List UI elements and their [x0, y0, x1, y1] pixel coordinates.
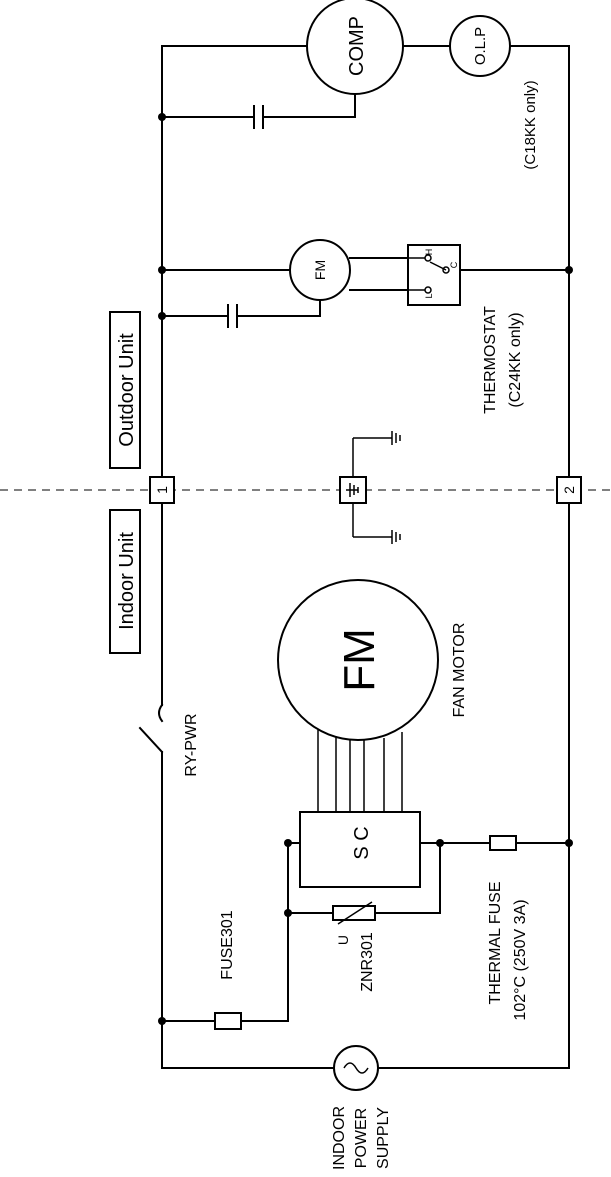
- terminal-1-label: 1: [154, 486, 170, 494]
- thermostat-label: THERMOSTAT: [482, 306, 499, 414]
- varistor-label: ZNR301: [359, 932, 376, 992]
- fuse-label: FUSE301: [219, 910, 236, 979]
- olp: O.L.P (C18KK only): [449, 15, 539, 170]
- olp-note: (C18KK only): [522, 80, 539, 169]
- thermostat-c-label: C: [449, 261, 459, 268]
- junction-dot: [565, 266, 573, 274]
- terminal-2-label: 2: [561, 486, 577, 494]
- outdoor-unit-label-box: Outdoor Unit: [109, 311, 141, 469]
- comp-label: COMP: [346, 16, 368, 76]
- relay-label: RY-PWR: [183, 713, 200, 776]
- junction-dot: [158, 113, 166, 121]
- thermal-fuse: THERMAL FUSE 102°C (250V 3A): [487, 835, 529, 1021]
- indoor-unit-label: Indoor Unit: [116, 532, 138, 630]
- indoor-fm-label: FM: [335, 628, 384, 692]
- outdoor-fan-motor: FM: [161, 239, 409, 328]
- outdoor-fm-label: FM: [312, 260, 328, 280]
- thermostat-l-label: L: [424, 293, 434, 298]
- power-label-line3: SUPPLY: [375, 1107, 392, 1169]
- thermostat-h-label: H: [424, 249, 434, 256]
- indoor-unit-label-box: Indoor Unit: [109, 509, 141, 654]
- relay-ry-pwr: RY-PWR: [138, 703, 200, 777]
- fan-motor-label: FAN MOTOR: [451, 623, 468, 718]
- thermostat: H C L THERMOSTAT (C24KK only): [407, 244, 570, 414]
- indoor-power-supply: INDOOR POWER SUPPLY: [331, 1045, 392, 1170]
- olp-label: O.L.P: [472, 27, 489, 65]
- power-label-line2: POWER: [353, 1108, 370, 1168]
- ground-terminal: [339, 431, 401, 544]
- thermostat-note: (C24KK only): [507, 312, 524, 407]
- terminal-2: 2: [556, 476, 582, 504]
- outdoor-unit-label: Outdoor Unit: [116, 333, 138, 447]
- varistor-u-label: U: [335, 935, 351, 945]
- junction-dot: [158, 312, 166, 320]
- thermal-fuse-rating: 102°C (250V 3A): [512, 899, 529, 1020]
- indoor-fan-motor: FM FAN MOTOR: [277, 579, 468, 812]
- thermal-fuse-label: THERMAL FUSE: [487, 882, 504, 1005]
- junction-dot: [158, 266, 166, 274]
- terminal-1: 1: [149, 476, 175, 504]
- sc-control-box: S C: [287, 811, 570, 888]
- sc-label: S C: [351, 826, 373, 859]
- fuse-varistor-branch: FUSE301 U ZNR301: [161, 842, 441, 1030]
- power-label-line1: INDOOR: [331, 1106, 348, 1170]
- compressor: COMP: [161, 0, 404, 129]
- ac-sine-icon: [343, 1062, 369, 1074]
